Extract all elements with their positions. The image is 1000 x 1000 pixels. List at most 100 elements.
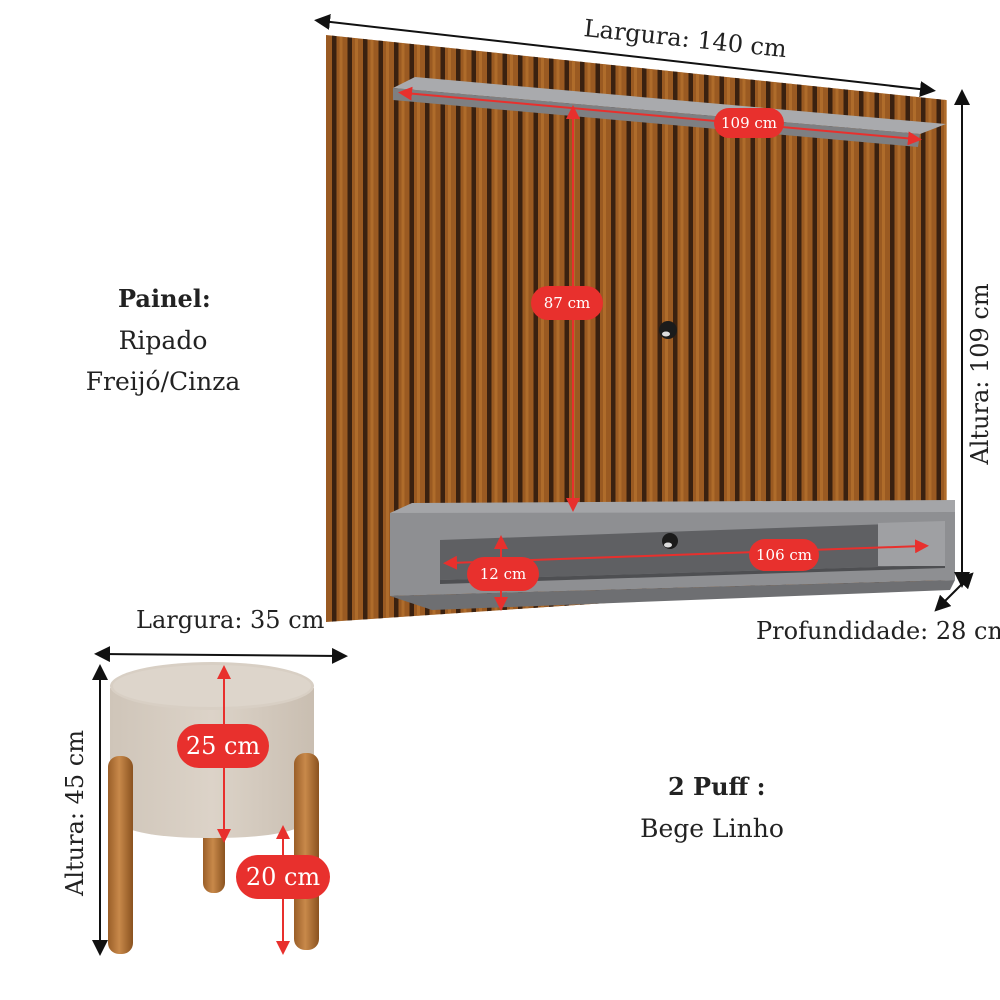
slat-highlight bbox=[355, 38, 358, 621]
slat-groove bbox=[704, 74, 709, 597]
slat-groove bbox=[719, 76, 724, 596]
puff-finish: Bege Linho bbox=[640, 814, 784, 843]
slat-highlight bbox=[494, 52, 498, 611]
shelf-width-badge: 109 cm bbox=[714, 108, 784, 138]
slat-highlight bbox=[339, 36, 343, 622]
panel-finish-line2: Freijó/Cinza bbox=[85, 367, 241, 396]
slat-highlight bbox=[556, 59, 560, 607]
slat-groove bbox=[394, 42, 399, 618]
slat-groove bbox=[797, 84, 802, 591]
leg-height-badge: 20 cm bbox=[236, 855, 330, 899]
slat-highlight bbox=[479, 51, 482, 612]
slat-highlight bbox=[773, 81, 777, 592]
slat-highlight bbox=[804, 85, 808, 590]
puff-height-label: Altura: 45 cm bbox=[61, 730, 89, 896]
slat-groove bbox=[828, 87, 833, 588]
slat-groove bbox=[766, 81, 771, 593]
slat-highlight bbox=[897, 94, 901, 584]
slat-groove bbox=[518, 55, 523, 609]
slat-highlight bbox=[928, 98, 932, 582]
slat-groove bbox=[440, 47, 445, 615]
rack-width-badge: 106 cm bbox=[749, 539, 819, 571]
slat-groove bbox=[363, 38, 368, 620]
slat-highlight bbox=[417, 44, 420, 616]
cable-hole-icon bbox=[662, 533, 678, 549]
panel-title: Painel: bbox=[118, 284, 211, 313]
slat-highlight bbox=[603, 64, 606, 604]
slat-groove bbox=[890, 94, 895, 584]
slat-groove bbox=[657, 69, 662, 600]
slat-highlight bbox=[587, 62, 591, 605]
slat-highlight bbox=[525, 55, 529, 609]
slat-highlight bbox=[634, 67, 637, 602]
slat-highlight bbox=[696, 73, 699, 597]
panel-depth-label: Profundidade: 28 cm bbox=[756, 617, 1000, 645]
slat-groove bbox=[456, 48, 461, 614]
slat-highlight bbox=[835, 88, 839, 588]
slat-groove bbox=[688, 73, 693, 598]
slat-highlight bbox=[882, 93, 885, 585]
slat-groove bbox=[781, 82, 786, 592]
slat-groove bbox=[905, 95, 910, 583]
slat-highlight bbox=[944, 99, 947, 581]
slat-highlight bbox=[913, 96, 916, 583]
slat-highlight bbox=[866, 91, 870, 586]
slat-highlight bbox=[711, 75, 715, 596]
slat-highlight bbox=[541, 57, 544, 608]
slat-groove bbox=[378, 40, 383, 619]
slat-highlight bbox=[649, 68, 653, 601]
slat-highlight bbox=[463, 49, 467, 613]
niche-height-badge: 12 cm bbox=[467, 557, 539, 591]
shelf-width-arrow bbox=[398, 86, 922, 146]
slat-highlight bbox=[510, 54, 513, 610]
slat-groove bbox=[425, 45, 430, 616]
slat-highlight bbox=[386, 41, 389, 618]
panel-finish-line1: Ripado bbox=[118, 326, 208, 355]
slatted-panel bbox=[326, 35, 947, 622]
slat-highlight bbox=[851, 90, 854, 587]
puff-illustration bbox=[108, 662, 319, 954]
slat-highlight bbox=[727, 77, 730, 595]
slat-highlight bbox=[370, 39, 374, 619]
puff-width-label: Largura: 35 cm bbox=[136, 606, 325, 634]
slat-groove bbox=[735, 77, 740, 595]
slat-highlight bbox=[618, 65, 622, 603]
shelf-gap-badge: 87 cm bbox=[531, 286, 603, 320]
slat-highlight bbox=[758, 80, 761, 593]
slat-highlight bbox=[742, 78, 746, 594]
slat-highlight bbox=[789, 83, 792, 591]
slat-groove bbox=[549, 58, 554, 607]
slat-groove bbox=[471, 50, 476, 613]
slat-groove bbox=[859, 90, 864, 586]
slat-groove bbox=[533, 56, 538, 608]
slat-highlight bbox=[401, 42, 405, 617]
slat-highlight bbox=[432, 46, 436, 615]
panel-depth-arrow bbox=[934, 572, 974, 612]
slat-groove bbox=[936, 99, 941, 581]
slat-groove bbox=[580, 61, 585, 605]
slat-groove bbox=[347, 37, 352, 621]
cable-hole-icon bbox=[659, 321, 677, 339]
slat-groove bbox=[812, 86, 817, 590]
slat-groove bbox=[874, 92, 879, 585]
puff-title: 2 Puff : bbox=[668, 772, 766, 801]
slat-groove bbox=[611, 64, 616, 603]
slat-groove bbox=[921, 97, 926, 582]
slat-groove bbox=[750, 79, 755, 594]
slat-groove bbox=[642, 68, 647, 601]
slat-groove bbox=[843, 89, 848, 587]
slat-highlight bbox=[680, 72, 684, 598]
slat-groove bbox=[332, 35, 337, 622]
slat-groove bbox=[487, 51, 492, 612]
slat-highlight bbox=[448, 47, 451, 614]
slat-groove bbox=[502, 53, 507, 611]
slat-groove bbox=[409, 43, 414, 617]
panel-width-arrow bbox=[314, 13, 936, 98]
panel-height-label: Altura: 109 cm bbox=[966, 283, 994, 465]
slat-highlight bbox=[820, 86, 823, 589]
seat-height-badge: 25 cm bbox=[177, 724, 269, 768]
slat-groove bbox=[626, 66, 631, 602]
puff-width-arrow bbox=[94, 646, 348, 664]
slat-groove bbox=[595, 63, 600, 604]
